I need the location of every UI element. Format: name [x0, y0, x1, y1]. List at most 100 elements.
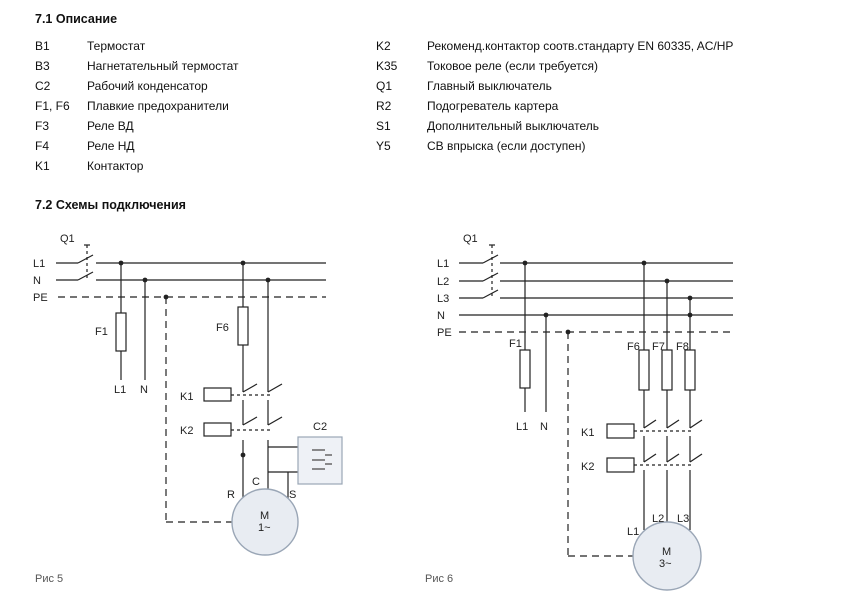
legend-text: Рекоменд.контактор соотв.стандарту EN 60… [427, 39, 734, 53]
figure-6-labels: Q1 L1 L2 L3 N PE F1 F6 F7 F8 L1 N K1 K2 … [437, 233, 689, 570]
label-motor: M [662, 546, 671, 558]
main-switch-q1 [77, 244, 94, 281]
label-f8: F8 [676, 341, 689, 353]
label-s: S [289, 489, 296, 501]
label-t3: L3 [677, 513, 689, 525]
figure-5-junctions [118, 260, 271, 458]
figure-caption-6: Рис 6 [425, 573, 454, 585]
legend-text: Рабочий конденсатор [87, 79, 208, 93]
label-t2: L2 [652, 513, 664, 525]
contact-k1 [689, 419, 703, 429]
label-k2: K2 [581, 461, 594, 473]
fuse-f1 [115, 312, 127, 352]
legend-code: R2 [376, 99, 392, 113]
label-pe: PE [437, 327, 452, 339]
legend-code: F4 [35, 139, 50, 153]
legend-text: Дополнительный выключатель [427, 119, 600, 133]
legend-text: Реле НД [87, 139, 135, 153]
legend-text: Нагнетательный термостат [87, 59, 239, 73]
legend-code: B1 [35, 39, 50, 53]
legend-text: Реле ВД [87, 119, 134, 133]
label-n: N [33, 275, 41, 287]
fuse-f8 [684, 349, 696, 391]
legend-code: K2 [376, 39, 391, 53]
junction [522, 260, 528, 266]
contact-k1 [666, 419, 680, 429]
junction [240, 260, 246, 266]
legend-text: Главный выключатель [427, 79, 552, 93]
legend-text: Термостат [87, 39, 146, 53]
junction [687, 295, 693, 301]
legend-code: B3 [35, 59, 50, 73]
label-k1: K1 [581, 427, 594, 439]
legend-code: Q1 [376, 79, 393, 93]
legend-text: СВ впрыска (если доступен) [427, 139, 586, 153]
junction [142, 277, 148, 283]
legend-code: Y5 [376, 139, 391, 153]
label-k1: K1 [180, 391, 193, 403]
label-r: R [227, 489, 235, 501]
label-pe: PE [33, 292, 48, 304]
label-t1: L1 [627, 526, 639, 538]
label-f1: F1 [95, 326, 108, 338]
label-f6: F6 [627, 341, 640, 353]
legend-text: Токовое реле (если требуется) [427, 59, 599, 73]
junction [664, 278, 670, 284]
legend-text: Подогреватель картера [427, 99, 559, 113]
label-l1-out: L1 [516, 421, 528, 433]
legend-code: K1 [35, 159, 50, 173]
label-l1: L1 [437, 258, 449, 270]
legend-code: F1, F6 [35, 99, 70, 113]
coil-k2 [606, 457, 635, 473]
label-k2: K2 [180, 425, 193, 437]
label-c2: C2 [313, 421, 327, 433]
junction [163, 294, 169, 300]
label-n-out: N [140, 384, 148, 396]
label-motor: M [260, 510, 269, 522]
label-l3: L3 [437, 293, 449, 305]
figure-caption-5: Рис 5 [35, 573, 64, 585]
section-title-wiring: 7.2 Схемы подключения [35, 198, 186, 212]
coil-k2 [203, 422, 232, 437]
fuse-f6 [638, 349, 650, 391]
fuse-f1 [519, 349, 531, 389]
label-l2: L2 [437, 276, 449, 288]
junction [565, 329, 571, 335]
label-q1: Q1 [60, 233, 75, 245]
fuse-f7 [661, 349, 673, 391]
contact-k2-a [242, 416, 258, 426]
legend-text: Контактор [87, 159, 144, 173]
junction [118, 260, 124, 266]
motor-1ph [231, 488, 299, 556]
contact-k2 [689, 453, 703, 463]
coil-k1 [606, 423, 635, 439]
label-n: N [437, 310, 445, 322]
figure-6-junctions [522, 260, 693, 335]
label-motor-sub: 1~ [258, 522, 271, 534]
figure-5-single-phase [56, 244, 343, 556]
legend-text: Плавкие предохранители [87, 99, 229, 113]
fuse-f6 [237, 306, 249, 346]
label-q1: Q1 [463, 233, 478, 245]
legend-code: F3 [35, 119, 50, 133]
label-l1-out: L1 [114, 384, 126, 396]
junction [265, 277, 271, 283]
junction [641, 260, 647, 266]
junction [240, 452, 246, 458]
label-f6: F6 [216, 322, 229, 334]
contact-k1-b [267, 383, 283, 393]
contact-k2 [666, 453, 680, 463]
contact-k1-a [242, 383, 258, 393]
coil-k1 [203, 387, 232, 402]
section-title-description: 7.1 Описание [35, 12, 118, 26]
legend-code: C2 [35, 79, 51, 93]
figure-6-three-phase [459, 244, 733, 591]
contact-k2-b [267, 416, 283, 426]
label-c: C [252, 476, 260, 488]
label-f1: F1 [509, 338, 522, 350]
legend-code: K35 [376, 59, 398, 73]
junction [687, 312, 693, 318]
label-n-out: N [540, 421, 548, 433]
contact-k2 [643, 453, 657, 463]
